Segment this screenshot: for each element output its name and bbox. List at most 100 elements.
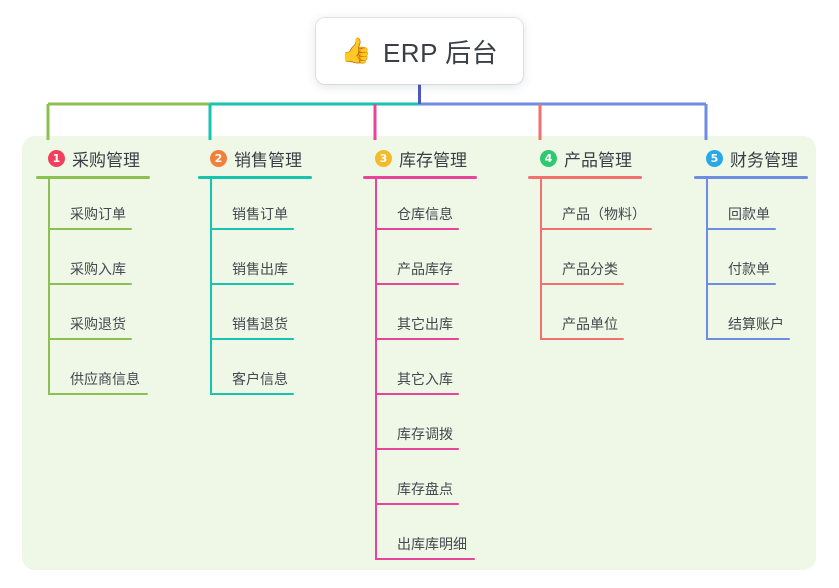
leaf-item[interactable]: 销售订单 (198, 179, 312, 234)
leaf-rule (375, 338, 459, 340)
branch-spine (706, 179, 708, 340)
leaf-item[interactable]: 产品分类 (528, 234, 642, 289)
leaf-rule (210, 393, 294, 395)
branch-spine (540, 179, 542, 340)
leaf-label: 其它入库 (397, 371, 453, 387)
leaf-label: 产品单位 (562, 316, 618, 332)
branch-title: 销售管理 (234, 151, 302, 170)
leaf-label: 采购入库 (70, 261, 126, 277)
leaf-rule (375, 228, 459, 230)
branch-column-4: 4 产品管理产品（物料） 产品分类产品单位 (528, 146, 652, 344)
branch-header-rule (363, 176, 477, 179)
leaf-rule (375, 558, 475, 560)
leaf-item[interactable]: 其它入库 (363, 344, 477, 399)
leaf-rule (375, 503, 459, 505)
leaf-item[interactable]: 结算账户 (694, 289, 808, 344)
branch-spine (210, 179, 212, 395)
branch-title: 库存管理 (399, 151, 467, 170)
leaf-label: 其它出库 (397, 316, 453, 332)
branch-spine (48, 179, 50, 395)
branch-number-badge: 4 (540, 150, 557, 167)
leaf-label: 回款单 (728, 206, 770, 222)
leaf-item[interactable]: 采购退货 (36, 289, 150, 344)
leaf-rule (375, 283, 459, 285)
branch-number-badge: 1 (48, 150, 65, 167)
leaf-item[interactable]: 其它出库 (363, 289, 477, 344)
branch-header-rule (694, 176, 808, 179)
branch-column-2: 2 销售管理销售订单销售出库销售退货客户信息 (198, 146, 312, 399)
leaf-item[interactable]: 供应商信息 (36, 344, 150, 399)
branch-header-4[interactable]: 4 产品管理 (528, 146, 642, 171)
leaf-label: 库存调拨 (397, 426, 453, 442)
leaf-label: 付款单 (728, 261, 770, 277)
leaf-rule (706, 338, 790, 340)
leaf-label: 结算账户 (728, 316, 784, 332)
leaf-rule (706, 283, 776, 285)
branch-leaf-list: 产品（物料） 产品分类产品单位 (528, 179, 652, 344)
leaf-item[interactable]: 产品（物料） (528, 179, 652, 234)
leaf-label: 客户信息 (232, 371, 288, 387)
leaf-label: 产品库存 (397, 261, 453, 277)
leaf-rule (210, 283, 294, 285)
branch-header-5[interactable]: 5 财务管理 (694, 146, 808, 171)
leaf-item[interactable]: 采购入库 (36, 234, 150, 289)
leaf-rule (375, 448, 459, 450)
branch-header-3[interactable]: 3 库存管理 (363, 146, 477, 171)
leaf-item[interactable]: 付款单 (694, 234, 808, 289)
branch-leaf-list: 仓库信息产品库存其它出库其它入库库存调拨库存盘点出库库明细 (363, 179, 477, 564)
branch-leaf-list: 销售订单销售出库销售退货客户信息 (198, 179, 312, 399)
branch-spine (375, 179, 377, 560)
leaf-item[interactable]: 销售出库 (198, 234, 312, 289)
leaf-item[interactable]: 库存盘点 (363, 454, 477, 509)
branches-panel (22, 136, 816, 570)
branch-leaf-list: 采购订单采购入库采购退货供应商信息 (36, 179, 150, 399)
leaf-rule (48, 283, 132, 285)
branch-header-2[interactable]: 2 销售管理 (198, 146, 312, 171)
leaf-item[interactable]: 库存调拨 (363, 399, 477, 454)
thumbs-up-icon: 👍 (340, 36, 372, 65)
leaf-rule (540, 283, 624, 285)
branch-column-3: 3 库存管理仓库信息产品库存其它出库其它入库库存调拨库存盘点出库库明细 (363, 146, 477, 564)
leaf-item[interactable]: 仓库信息 (363, 179, 477, 234)
leaf-item[interactable]: 采购订单 (36, 179, 150, 234)
root-title: ERP 后台 (382, 37, 499, 68)
branch-title: 财务管理 (730, 151, 798, 170)
leaf-label: 销售退货 (232, 316, 288, 332)
root-node[interactable]: 👍 ERP 后台 (316, 18, 523, 84)
branch-header-rule (198, 176, 312, 179)
leaf-label: 出库库明细 (397, 536, 467, 552)
leaf-rule (375, 393, 459, 395)
leaf-label: 产品分类 (562, 261, 618, 277)
leaf-label: 产品（物料） (562, 206, 646, 222)
leaf-rule (48, 228, 132, 230)
leaf-label: 销售订单 (232, 206, 288, 222)
branch-header-1[interactable]: 1 采购管理 (36, 146, 150, 171)
branch-leaf-list: 回款单付款单结算账户 (694, 179, 808, 344)
leaf-item[interactable]: 客户信息 (198, 344, 312, 399)
branch-number-badge: 3 (375, 150, 392, 167)
branch-title: 产品管理 (564, 151, 632, 170)
branch-title: 采购管理 (72, 151, 140, 170)
leaf-item[interactable]: 回款单 (694, 179, 808, 234)
leaf-label: 库存盘点 (397, 481, 453, 497)
leaf-rule (210, 228, 294, 230)
leaf-label: 采购退货 (70, 316, 126, 332)
branch-column-1: 1 采购管理采购订单采购入库采购退货供应商信息 (36, 146, 150, 399)
leaf-rule (48, 338, 132, 340)
leaf-rule (210, 338, 294, 340)
branch-number-badge: 2 (210, 150, 227, 167)
leaf-item[interactable]: 产品单位 (528, 289, 642, 344)
branch-header-rule (528, 176, 642, 179)
branch-header-rule (36, 176, 150, 179)
leaf-item[interactable]: 出库库明细 (363, 509, 477, 564)
leaf-rule (540, 338, 624, 340)
leaf-label: 供应商信息 (70, 371, 140, 387)
leaf-item[interactable]: 销售退货 (198, 289, 312, 344)
leaf-rule (706, 228, 776, 230)
leaf-rule (540, 228, 652, 230)
leaf-label: 采购订单 (70, 206, 126, 222)
leaf-label: 仓库信息 (397, 206, 453, 222)
branch-number-badge: 5 (706, 150, 723, 167)
leaf-item[interactable]: 产品库存 (363, 234, 477, 289)
